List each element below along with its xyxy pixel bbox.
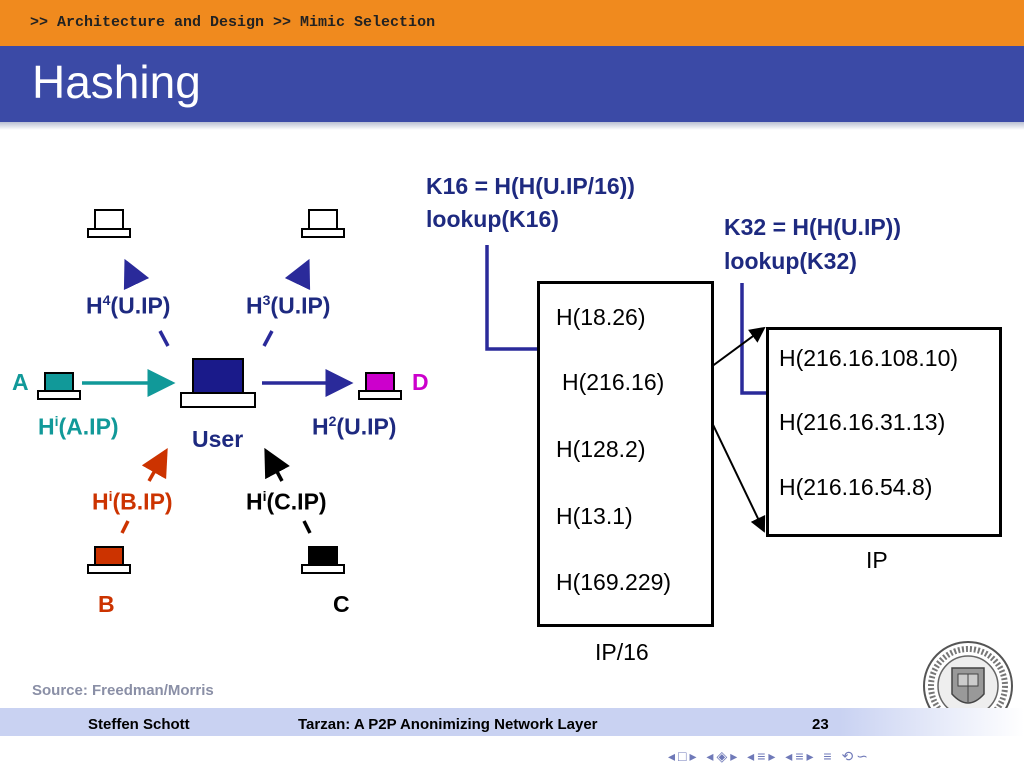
k16-formula: K16 = H(H(U.IP/16)) bbox=[426, 173, 635, 199]
label-h3: H3(U.IP) bbox=[246, 292, 331, 319]
title-shadow bbox=[0, 122, 1024, 130]
node-label-b: B bbox=[98, 591, 115, 617]
ip-entry-1: H(216.16.31.13) bbox=[779, 409, 946, 435]
nav-frame-icon[interactable]: □ bbox=[678, 748, 690, 764]
ip16-entry-0: H(18.26) bbox=[556, 304, 646, 330]
ip16-entry-3: H(13.1) bbox=[556, 503, 633, 529]
ip-entry-0: H(216.16.108.10) bbox=[779, 345, 959, 371]
arrow-to-h4-node bbox=[123, 258, 150, 291]
ip16-caption: IP/16 bbox=[595, 639, 649, 665]
laptop-icon-c bbox=[301, 546, 345, 574]
breadcrumb: >> Architecture and Design >> Mimic Sele… bbox=[30, 14, 436, 31]
footer-author: Steffen Schott bbox=[88, 716, 190, 733]
user-label: User bbox=[192, 426, 244, 452]
nav-section-next-icon[interactable]: ▸ bbox=[730, 748, 741, 764]
laptop-icon-d bbox=[358, 372, 402, 400]
nav-sub-prev-icon[interactable]: ◂ bbox=[747, 748, 758, 764]
ip-table bbox=[766, 327, 1002, 537]
laptop-icon-h3 bbox=[301, 209, 345, 238]
footer-bar bbox=[0, 708, 1024, 736]
nav-next-icon[interactable]: ▸ bbox=[689, 748, 700, 764]
label-hi-b: Hi(B.IP) bbox=[92, 488, 173, 515]
nav-doc-icon[interactable]: ≡ bbox=[795, 748, 807, 764]
nav-search-icon[interactable]: ⟲∽ bbox=[841, 748, 871, 764]
nav-section-icon[interactable]: ◈ bbox=[716, 748, 731, 764]
header-bar bbox=[0, 0, 1024, 46]
footer-page-number: 23 bbox=[812, 716, 829, 733]
ip16-entry-4: H(169.229) bbox=[556, 569, 672, 595]
node-label-c: C bbox=[333, 591, 350, 617]
label-h2: H2(U.IP) bbox=[312, 413, 397, 440]
label-hi-a: Hi(A.IP) bbox=[38, 413, 119, 440]
k16-lookup: lookup(K16) bbox=[426, 206, 559, 232]
nav-prev-icon[interactable]: ◂ bbox=[668, 748, 679, 764]
ip16-entry-2: H(128.2) bbox=[556, 436, 646, 462]
laptop-icon-user bbox=[180, 358, 256, 408]
footer-talk-title: Tarzan: A P2P Anonimizing Network Layer bbox=[298, 716, 598, 733]
title-bar bbox=[0, 46, 1024, 122]
label-h4: H4(U.IP) bbox=[86, 292, 171, 319]
k32-formula: K32 = H(H(U.IP)) bbox=[724, 214, 901, 240]
laptop-icon-h4 bbox=[87, 209, 131, 238]
page-title: Hashing bbox=[32, 56, 201, 108]
node-label-a: A bbox=[12, 369, 29, 395]
arrow-b-to-user bbox=[141, 447, 168, 482]
nav-section-prev-icon[interactable]: ◂ bbox=[706, 748, 717, 764]
source-note: Source: Freedman/Morris bbox=[32, 682, 214, 699]
ip16-table bbox=[537, 281, 714, 627]
tick-b bbox=[120, 520, 130, 534]
ip-caption: IP bbox=[866, 547, 888, 573]
slide-navigation[interactable]: ◂□▸ ◂◈▸ ◂≡▸ ◂≡▸ ≡ ⟲∽ bbox=[668, 748, 871, 765]
nav-sub-next-icon[interactable]: ▸ bbox=[768, 748, 779, 764]
tick-h4 bbox=[158, 330, 170, 347]
arrow-to-h3-node bbox=[284, 258, 311, 291]
laptop-icon-b bbox=[87, 546, 131, 574]
arrow-c-to-user bbox=[264, 447, 290, 482]
nav-doc-prev-icon[interactable]: ◂ bbox=[785, 748, 796, 764]
k32-lookup: lookup(K32) bbox=[724, 248, 857, 274]
ip16-entry-1: H(216.16) bbox=[562, 369, 665, 395]
label-hi-c: Hi(C.IP) bbox=[246, 488, 327, 515]
tick-c bbox=[302, 520, 312, 534]
laptop-icon-a bbox=[37, 372, 81, 400]
nav-doc-next-icon[interactable]: ▸ bbox=[806, 748, 817, 764]
node-label-d: D bbox=[412, 369, 429, 395]
tick-h3 bbox=[262, 330, 274, 347]
nav-sub-icon[interactable]: ≡ bbox=[757, 748, 769, 764]
ip-entry-2: H(216.16.54.8) bbox=[779, 474, 933, 500]
nav-align-icon[interactable]: ≡ bbox=[823, 748, 835, 764]
